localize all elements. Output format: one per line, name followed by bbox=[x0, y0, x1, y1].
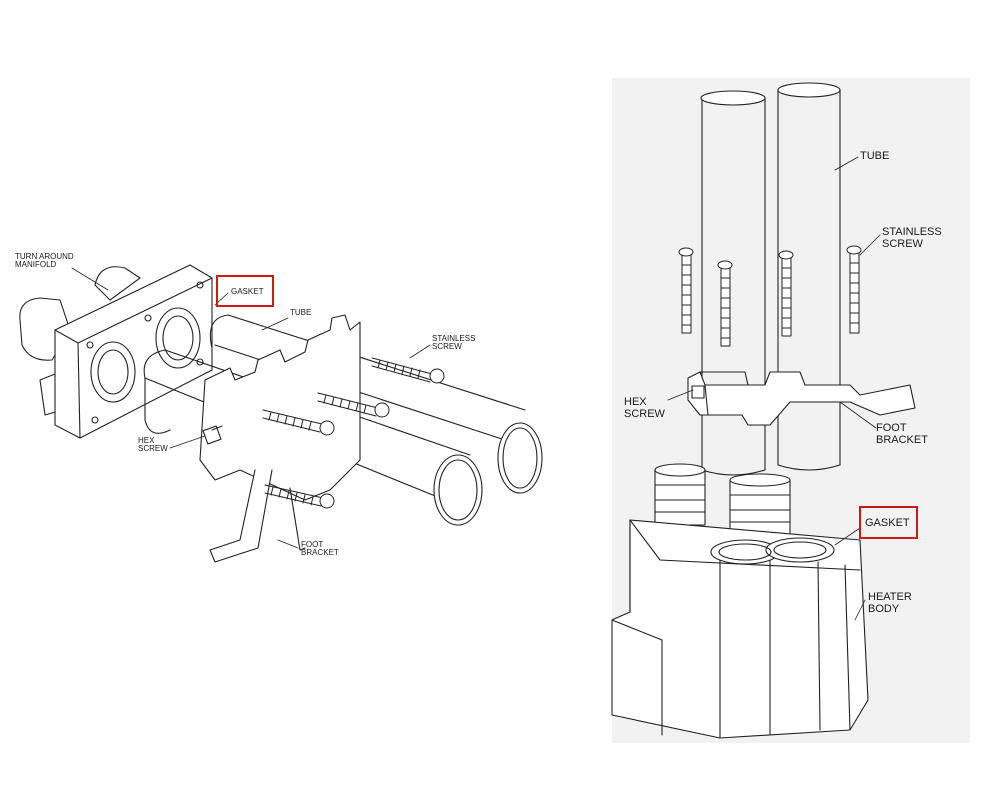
label-line: TURN AROUND bbox=[15, 252, 74, 261]
left-stainless-screws bbox=[262, 357, 445, 509]
right-heater-body bbox=[611, 463, 869, 739]
label-line: MANIFOLD bbox=[15, 260, 57, 270]
label-line: STAINLESS bbox=[432, 334, 476, 343]
label-line: SCREW bbox=[624, 407, 665, 420]
label-tube-left: TUBE bbox=[290, 308, 312, 317]
label-line: BRACKET bbox=[876, 433, 928, 446]
label-foot-bracket-left: FOOT BRACKET bbox=[301, 540, 339, 558]
label-line: STAINLESS bbox=[882, 226, 942, 238]
label-line: HEATER bbox=[868, 591, 912, 603]
label-stainless-screw-right: STAINLESS SCREW bbox=[882, 226, 942, 250]
label-tube-right: TUBE bbox=[860, 150, 890, 162]
label-hex-screw-right: HEX SCREW bbox=[624, 396, 665, 420]
label-line: FOOT bbox=[301, 540, 324, 549]
label-stainless-screw-left: STAINLESS SCREW bbox=[432, 334, 476, 352]
label-foot-bracket-right: FOOT BRACKET bbox=[876, 422, 928, 446]
label-gasket-left: GASKET bbox=[231, 287, 264, 296]
right-foot-bracket bbox=[687, 371, 916, 426]
label-line: SCREW bbox=[882, 237, 923, 250]
label-line: HEX bbox=[624, 396, 647, 408]
gasket-highlight-right bbox=[859, 506, 918, 539]
label-heater-body: HEATER BODY bbox=[868, 591, 912, 615]
right-leader-lines bbox=[667, 156, 881, 621]
label-line: BRACKET bbox=[301, 548, 339, 558]
gasket-highlight-left bbox=[216, 275, 274, 307]
label-line: BODY bbox=[868, 602, 900, 615]
label-turn-around-manifold: TURN AROUND MANIFOLD bbox=[15, 252, 74, 270]
label-line: SCREW bbox=[138, 444, 168, 454]
left-turn-around-manifold bbox=[19, 264, 213, 439]
left-leader-lines bbox=[71, 267, 431, 549]
label-hex-screw-left: HEX SCREW bbox=[138, 436, 168, 454]
right-stainless-screws bbox=[678, 245, 862, 347]
label-line: FOOT bbox=[876, 422, 907, 434]
label-line: SCREW bbox=[432, 342, 462, 352]
label-gasket-right: GASKET bbox=[865, 517, 910, 529]
label-line: HEX bbox=[138, 436, 155, 445]
left-foot-bracket bbox=[199, 314, 361, 563]
